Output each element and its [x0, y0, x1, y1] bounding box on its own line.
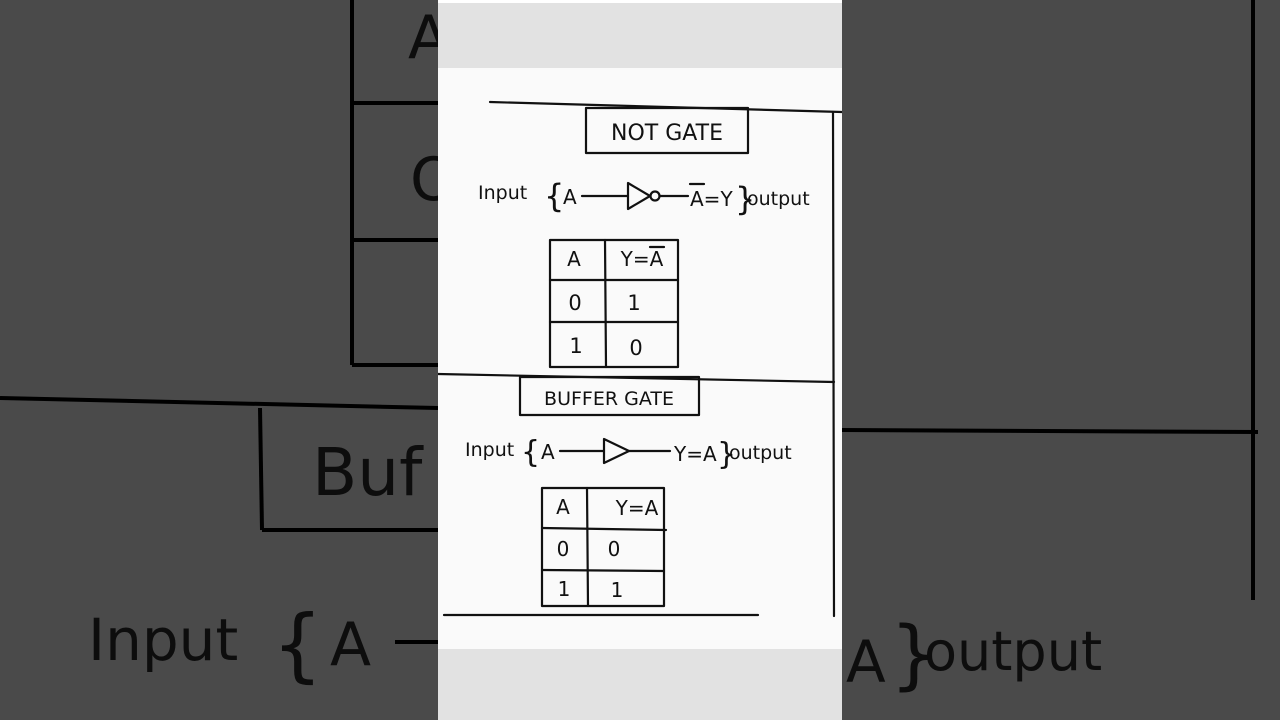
not-gate-triangle-icon	[626, 181, 652, 211]
not-gate-title: NOT GATE	[611, 121, 723, 146]
buffer-table-header-y: Y=A	[615, 496, 659, 520]
buffer-brace-close: }	[717, 437, 736, 472]
not-output-label: output	[747, 188, 810, 210]
buffer-gate-section: BUFFER GATE Input { A Y=A } output A Y=A	[465, 375, 792, 608]
buffer-input-label: Input	[465, 439, 514, 461]
paper-sheet: NOT GATE Input { A A=Y } output A	[438, 68, 842, 649]
not-output-expr: A=Y	[690, 187, 733, 211]
not-gate-bubble-icon	[649, 190, 661, 202]
top-band	[438, 3, 842, 68]
bg-section-divider-left	[0, 396, 439, 410]
bg-output-fragment: output	[924, 620, 1102, 683]
not-table-cell: 0	[629, 336, 642, 360]
buffer-table-cell: 1	[558, 577, 571, 601]
not-table-header-a: A	[567, 247, 581, 271]
not-table-cell: 0	[568, 291, 581, 315]
bg-buffer-fragment: Buf	[312, 434, 424, 511]
bottom-band	[438, 649, 842, 720]
buffer-brace-open: {	[521, 435, 540, 470]
buffer-input-var: A	[541, 440, 555, 464]
buffer-gate-title-box	[518, 375, 701, 417]
bg-section-divider-right	[841, 428, 1259, 434]
bg-brace-left: {	[272, 598, 323, 691]
buffer-table-col-divider	[585, 486, 590, 608]
buffer-output-expr: Y=A	[673, 442, 717, 466]
buffer-truth-table: A Y=A 0 0 1 1	[540, 486, 668, 608]
not-table-border	[548, 238, 680, 369]
not-gate-section: NOT GATE Input { A A=Y } output A	[478, 106, 810, 369]
page-panel: NOT GATE Input { A A=Y } output A	[438, 0, 842, 720]
buffer-output-label: output	[729, 442, 792, 464]
not-truth-table: A Y=A 0 1 1 0	[548, 238, 680, 369]
not-input-var: A	[563, 185, 577, 209]
not-brace-open: {	[544, 177, 564, 215]
bg-var-left: A	[330, 610, 371, 680]
buffer-table-row-divider-1	[540, 526, 668, 532]
bg-input-fragment: Input	[88, 606, 238, 674]
not-table-cell: 1	[569, 334, 582, 358]
bg-var-right: A	[846, 628, 886, 696]
not-table-col-divider	[603, 238, 608, 369]
buffer-gate-title: BUFFER GATE	[544, 388, 674, 410]
buffer-table-cell: 1	[611, 578, 624, 602]
buffer-table-cell: 0	[608, 537, 621, 561]
not-brace-close: }	[735, 180, 755, 218]
buffer-table-cell: 0	[557, 537, 570, 561]
buffer-table-border	[540, 486, 666, 608]
bg-brace-right: }	[890, 609, 938, 698]
buffer-table-header-a: A	[556, 495, 570, 519]
buffer-table-row-divider-2	[540, 568, 666, 573]
not-input-label: Input	[478, 182, 527, 204]
not-table-header-y: Y=A	[620, 247, 664, 271]
buffer-gate-triangle-icon	[602, 437, 631, 465]
not-gate-title-box	[584, 106, 750, 155]
bg-title-box-left	[258, 407, 264, 531]
not-table-cell: 1	[627, 291, 640, 315]
notes-drawing: NOT GATE Input { A A=Y } output A	[438, 100, 842, 618]
